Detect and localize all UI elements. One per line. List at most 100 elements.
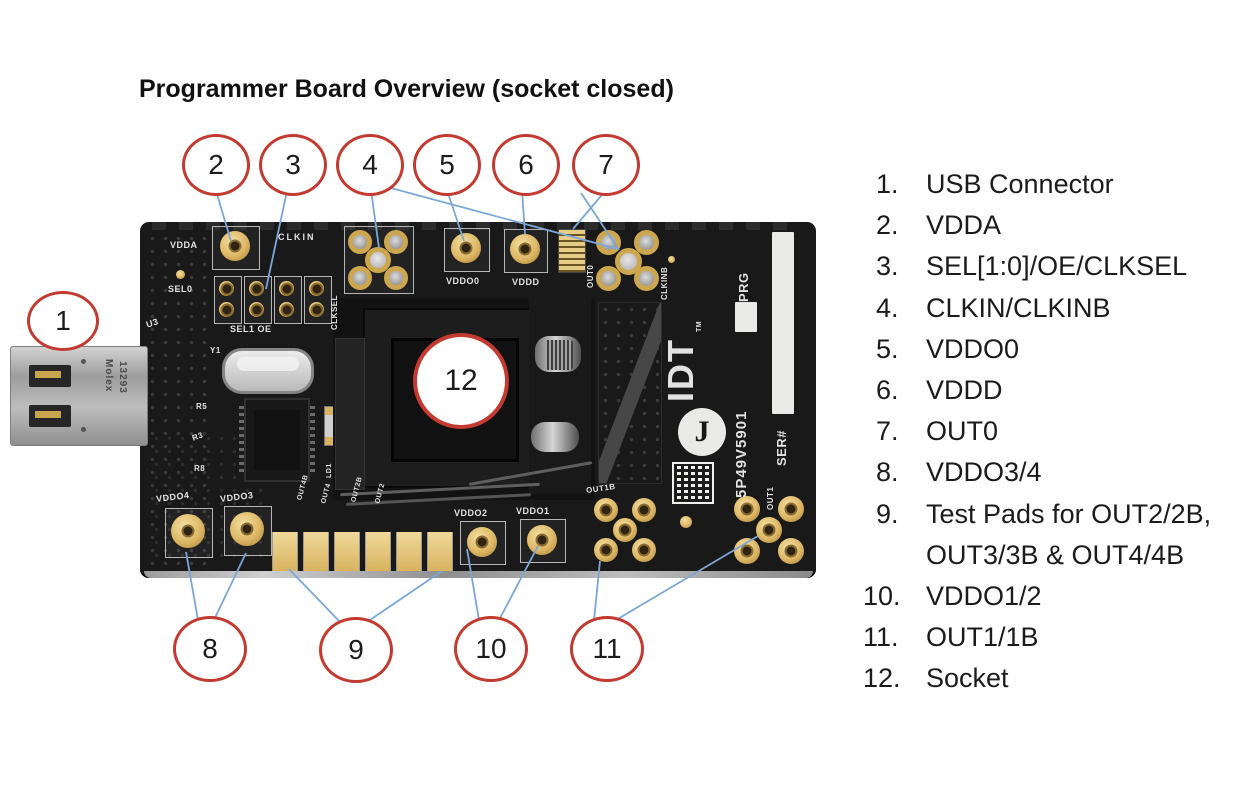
- board-label-out4: OUT4: [320, 482, 333, 505]
- sel-pin: [249, 302, 264, 317]
- vddo3-pad: [230, 512, 264, 546]
- usb-label-molex: Molex: [103, 359, 114, 393]
- test-pad: [365, 532, 391, 572]
- vddd-pad: [510, 234, 540, 264]
- legend-item-11: 11.OUT1/1B: [863, 622, 1039, 653]
- crystal-y1: [222, 348, 314, 394]
- test-pad: [427, 532, 453, 572]
- via-dot: [668, 256, 675, 263]
- legend-item-4: 4.CLKIN/CLKINB: [876, 292, 1111, 323]
- usb-label-molex-number: 13293: [117, 361, 128, 394]
- clkinb-pad: [596, 230, 621, 255]
- clkin-pad: [348, 230, 372, 254]
- callout-12: 12: [413, 333, 509, 429]
- legend-item-10: 10.VDDO1/2: [863, 581, 1042, 612]
- board-label-vddo1: VDDO1: [516, 506, 550, 516]
- test-pad: [303, 532, 329, 572]
- board-label-clkin: CLKIN: [278, 232, 316, 242]
- callout-5: 5: [413, 134, 481, 196]
- out1-pad: [778, 496, 804, 522]
- callout-7: 7: [572, 134, 640, 196]
- usb-pinhole: [81, 359, 86, 364]
- sel-pin: [309, 302, 324, 317]
- vddo4-pad: [171, 514, 205, 548]
- board-label-out1: OUT1: [766, 486, 775, 510]
- sel-pin: [279, 302, 294, 317]
- callout-10: 10: [454, 616, 528, 682]
- callout-3: 3: [259, 134, 327, 196]
- clkinb-pad: [634, 230, 659, 255]
- out1-pad: [778, 538, 804, 564]
- test-pad: [272, 532, 298, 572]
- callout-11: 11: [570, 616, 644, 682]
- legend-item-7: 7.OUT0: [876, 416, 999, 447]
- callout-4: 4: [336, 134, 404, 196]
- clkin-pad: [348, 266, 372, 290]
- board-label-ser: SER#: [774, 430, 789, 466]
- out1-pad: [734, 496, 760, 522]
- idt-logo-mark: J: [678, 408, 726, 456]
- board-label-vdda: VDDA: [170, 240, 198, 250]
- clkinb-pad: [596, 266, 621, 291]
- callout-6: 6: [492, 134, 560, 196]
- board-label-vddd: VDDD: [512, 277, 540, 287]
- board-label-clkinb: CLKINB: [660, 266, 669, 300]
- board-label-vddo0: VDDO0: [446, 276, 480, 286]
- blank-sticker-small: [735, 302, 757, 332]
- sel-pin: [309, 281, 324, 296]
- usb-pinhole: [81, 427, 86, 432]
- legend: 1.USB Connector 2.VDDA 3.SEL[1:0]/OE/CLK…: [863, 164, 1256, 700]
- vdda-pad: [220, 231, 250, 261]
- via-dot: [176, 270, 185, 279]
- board-label-r8: R8: [194, 464, 206, 473]
- board-label-vddo2: VDDO2: [454, 508, 488, 518]
- out1-center-pad: [756, 517, 782, 543]
- board-label-prg: PRG: [736, 272, 751, 302]
- callout-1: 1: [27, 291, 99, 351]
- board-label-sel1-oe: SEL1 OE: [230, 324, 272, 334]
- legend-item-9: 9.Test Pads for OUT2/2B,OUT3/3B & OUT4/4…: [876, 498, 1212, 570]
- legend-item-2: 2.VDDA: [876, 210, 1002, 241]
- board-label-part-number: 5P49V5901: [733, 410, 750, 498]
- out1-pad: [734, 538, 760, 564]
- clkin-pad: [384, 266, 408, 290]
- legend-item-12: 12.Socket: [863, 663, 1009, 694]
- page-title: Programmer Board Overview (socket closed…: [139, 75, 674, 103]
- usb-slot: [29, 405, 71, 427]
- vddo0-pad: [451, 233, 481, 263]
- usb-controller-ic: [239, 398, 315, 482]
- board-label-ld1: LD1: [326, 463, 333, 478]
- out1b-pad: [632, 538, 656, 562]
- datamatrix-code: [672, 462, 714, 504]
- usb-connector: Molex 13293: [10, 346, 148, 446]
- vddo1-pad: [527, 525, 557, 555]
- out1b-pad: [594, 498, 618, 522]
- out1b-pad: [632, 498, 656, 522]
- idt-logo-text: IDT: [660, 338, 701, 402]
- sel-pin: [219, 281, 234, 296]
- legend-item-6: 6.VDDD: [876, 375, 1003, 406]
- board-label-y1: Y1: [210, 346, 221, 355]
- callout-2: 2: [182, 134, 250, 196]
- legend-item-5: 5.VDDO0: [876, 333, 1020, 364]
- sel-pin: [219, 302, 234, 317]
- callout-8: 8: [173, 616, 247, 682]
- prototyping-grid: [598, 302, 662, 484]
- board-label-r5: R5: [196, 402, 208, 411]
- via-dot: [680, 516, 692, 528]
- callout-9: 9: [319, 617, 393, 683]
- socket-hinge-cylinder: [531, 422, 579, 452]
- legend-item-8: 8.VDDO3/4: [876, 457, 1042, 488]
- out1b-pad: [594, 538, 618, 562]
- clkin-center-pad: [365, 247, 391, 273]
- test-pad: [396, 532, 422, 572]
- test-pad: [334, 532, 360, 572]
- clkinb-center-pad: [615, 248, 642, 275]
- board-label-sel0: SEL0: [168, 284, 193, 294]
- socket-hinge-knurl: [545, 340, 573, 370]
- sel-pin: [249, 281, 264, 296]
- legend-item-3: 3.SEL[1:0]/OE/CLKSEL: [876, 251, 1188, 282]
- usb-slot: [29, 365, 71, 387]
- legend-item-1: 1.USB Connector: [876, 169, 1114, 199]
